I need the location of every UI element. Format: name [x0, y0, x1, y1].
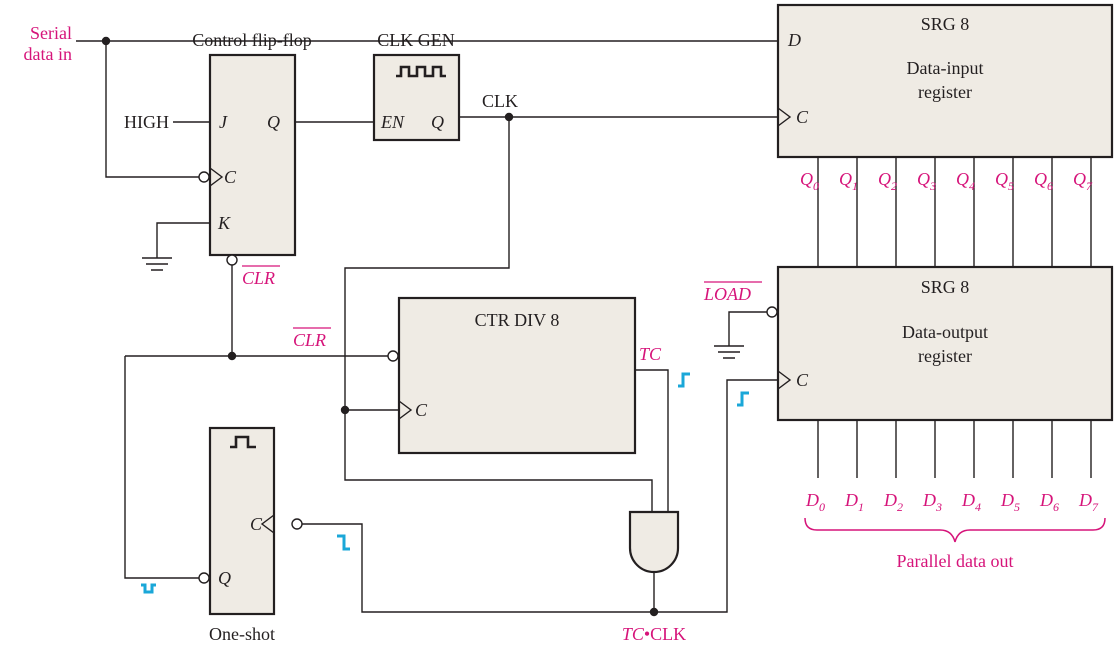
oneshot-clock-triangle: [260, 514, 275, 534]
serial-data-in-label-line1: Serial: [30, 23, 72, 43]
control-flip-flop-title: Control flip-flop: [192, 30, 312, 50]
oneshot-q-pulse-icon: [141, 583, 156, 594]
clk-gen-title: CLK GEN: [377, 30, 455, 50]
q-output-label: Q2: [878, 169, 897, 193]
ctr-c-label: C: [415, 400, 428, 420]
q-output-label: Q1: [839, 169, 858, 193]
srg-bot-subtitle-line2: register: [918, 346, 972, 366]
q-output-label: Q7: [1073, 169, 1093, 193]
high-label: HIGH: [124, 112, 169, 132]
tc-clk-label: TC•CLK: [622, 624, 686, 644]
junction-dots: [101, 36, 659, 617]
d-output-label: D5: [1000, 490, 1020, 514]
ground-symbol-load: [714, 345, 744, 359]
d-output-label: D3: [922, 490, 942, 514]
d-output-label: D6: [1039, 490, 1059, 514]
srg-top-d-label: D: [787, 30, 801, 50]
ctr-clr-bubble: [387, 350, 399, 362]
clk-gen-q-label: Q: [431, 112, 444, 132]
ff-clock-bubble: [198, 171, 210, 183]
q-output-label: Q4: [956, 169, 975, 193]
tc-label: TC: [639, 344, 662, 364]
tc-rising-edge-icon: [678, 372, 690, 388]
oneshot-q-label: Q: [218, 568, 231, 588]
srg-top-c-label: C: [796, 107, 809, 127]
d-output-label: D2: [883, 490, 903, 514]
load-bubble: [766, 306, 778, 318]
clk-gen-en-label: EN: [380, 112, 405, 132]
and-gate: [628, 510, 680, 574]
control-flip-flop-block: [208, 53, 297, 257]
srg-bot-c-label: C: [796, 370, 809, 390]
srg8-data-output-register-block: [776, 265, 1114, 422]
bubbles-and-clock-marks: [198, 107, 792, 584]
srg-bot-clock-triangle: [777, 370, 792, 390]
ff-j-label: J: [219, 112, 228, 132]
oneshot-q-bubble: [198, 572, 210, 584]
oneshot-clock-bubble: [291, 518, 303, 530]
q-output-label: Q6: [1034, 169, 1053, 193]
q-output-label: Q3: [917, 169, 936, 193]
ctr-clock-triangle: [398, 400, 413, 420]
srg-top-subtitle-line2: register: [918, 82, 972, 102]
srg-top-clock-triangle: [777, 107, 792, 127]
clk-gen-pulse-icon: [396, 65, 446, 78]
ctr-div8-block: [397, 296, 637, 455]
q-output-label: Q0: [800, 169, 819, 193]
ff-k-label: K: [217, 213, 231, 233]
load-label: LOAD: [703, 284, 751, 304]
ctr-div8-title: CTR DIV 8: [475, 310, 560, 330]
one-shot-pulse-icon: [230, 435, 256, 449]
srg8-data-input-register-block: [776, 3, 1114, 159]
parallel-data-out-label: Parallel data out: [897, 551, 1014, 571]
srg-top-subtitle-line1: Data-input: [907, 58, 984, 78]
oneshot-trigger-falling-edge-icon: [337, 534, 350, 551]
one-shot-block: [208, 426, 276, 616]
srg-bot-subtitle-line1: Data-output: [902, 322, 988, 342]
ground-symbol-ff: [142, 257, 172, 271]
ff-q-label: Q: [267, 112, 280, 132]
clk-label: CLK: [482, 91, 518, 111]
ff-c-label: C: [224, 167, 237, 187]
oneshot-c-label: C: [250, 514, 263, 534]
serial-data-in-label-line2: data in: [24, 44, 72, 64]
srg-clock-rising-edge-icon: [737, 391, 749, 407]
d-output-label: D1: [844, 490, 864, 514]
d-output-label: D0: [805, 490, 825, 514]
ctr-clr-label: CLR: [293, 330, 326, 350]
d-output-label: D4: [961, 490, 981, 514]
ff-clr-bubble: [226, 254, 238, 266]
q-output-label: Q5: [995, 169, 1014, 193]
parallel-data-brace: [804, 517, 1106, 543]
srg-top-title: SRG 8: [921, 14, 970, 34]
q-output-labels: Q0 Q1 Q2 Q3 Q4 Q5 Q6 Q7: [800, 169, 1093, 193]
d-output-label: D7: [1078, 490, 1099, 514]
one-shot-title: One-shot: [209, 624, 275, 644]
srg-bot-title: SRG 8: [921, 277, 970, 297]
d-output-labels: D0 D1 D2 D3 D4 D5 D6 D7: [805, 490, 1099, 514]
ff-clr-label: CLR: [242, 268, 275, 288]
ff-clock-triangle: [209, 167, 224, 187]
